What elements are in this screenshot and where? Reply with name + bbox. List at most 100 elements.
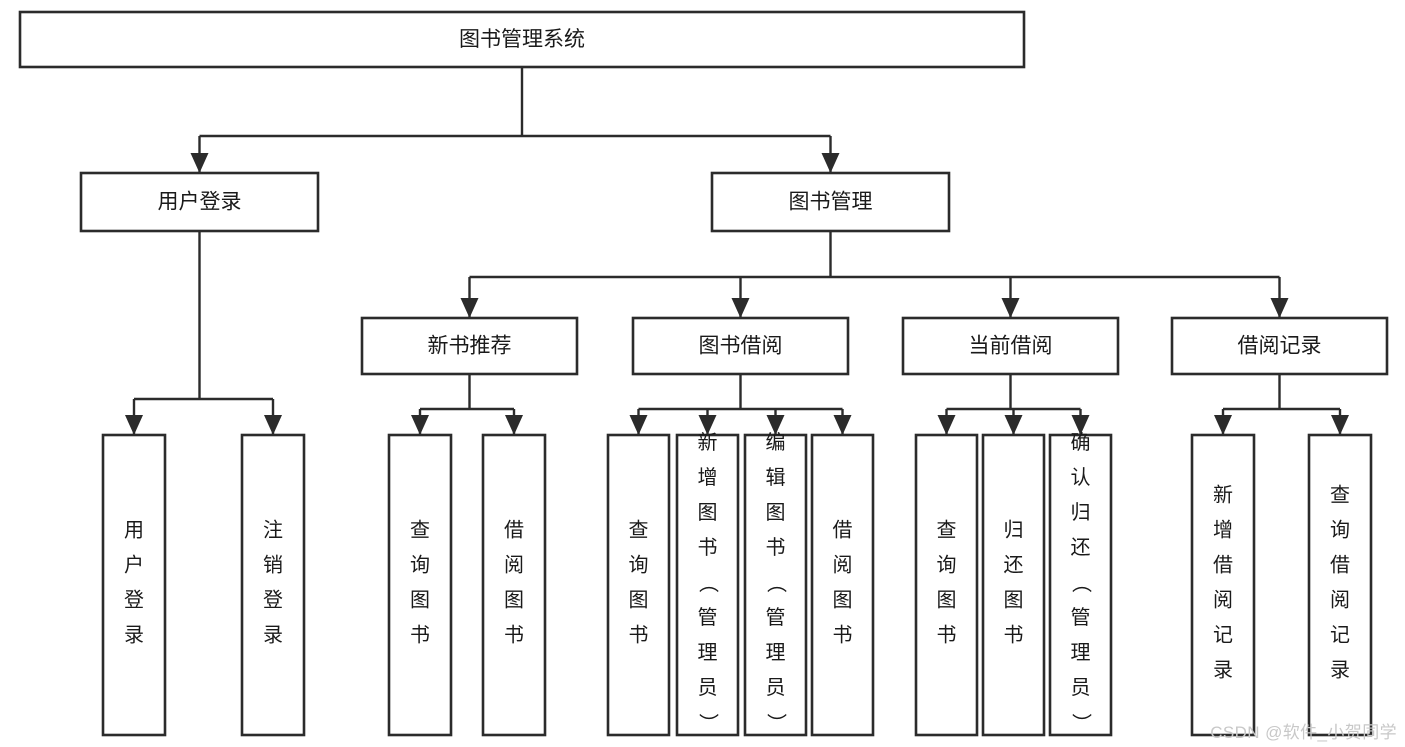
node-label-leaf-user-logout-char-0: 注 <box>263 519 283 542</box>
node-label-leaf-add-book-admin-char-3: 书 <box>698 536 718 559</box>
node-label-leaf-user-logout-char-2: 登 <box>263 589 283 612</box>
node-book-borrow[interactable]: 图书借阅 <box>631 316 850 376</box>
node-box-book-management[interactable] <box>710 171 951 233</box>
node-box-leaf-query-borrow-record[interactable] <box>1307 433 1373 737</box>
node-label-leaf-query-book-3-char-1: 询 <box>937 554 957 577</box>
node-label-leaf-query-book-2-char-0: 查 <box>629 519 649 542</box>
node-label-leaf-borrow-book-2-char-2: 图 <box>833 590 853 612</box>
node-label-leaf-edit-book-admin-char-0: 编 <box>766 431 786 454</box>
node-label-leaf-query-book-3-char-0: 查 <box>937 519 957 542</box>
node-label-leaf-user-login-char-1: 户 <box>124 554 144 577</box>
node-label-leaf-confirm-return-char-5: 管 <box>1071 606 1091 629</box>
node-label-leaf-add-borrow-record-char-1: 增 <box>1213 519 1233 542</box>
arrow-head-icon-book-management-1 <box>731 298 750 318</box>
node-label-borrow-record: 借阅记录 <box>1238 335 1322 358</box>
node-label-leaf-query-book-2-char-1: 询 <box>629 554 649 577</box>
node-box-leaf-user-login[interactable] <box>101 433 167 737</box>
node-label-leaf-query-borrow-record-char-0: 查 <box>1330 484 1350 507</box>
node-label-leaf-add-borrow-record-char-3: 阅 <box>1213 589 1233 612</box>
node-label-leaf-add-book-admin-char-2: 图 <box>698 502 718 524</box>
node-label-leaf-query-book-1-char-0: 查 <box>410 519 430 542</box>
node-label-leaf-user-login-char-2: 登 <box>124 589 144 612</box>
node-box-borrow-record[interactable] <box>1170 316 1389 376</box>
node-label-leaf-edit-book-admin-char-6: 理 <box>766 642 786 664</box>
node-label-leaf-borrow-book-1-char-1: 阅 <box>504 554 524 577</box>
connectors-layer <box>125 67 1349 435</box>
node-label-leaf-return-book-char-3: 书 <box>1004 624 1024 647</box>
node-label-leaf-borrow-book-1-char-3: 书 <box>504 624 524 647</box>
node-box-leaf-borrow-book-2[interactable] <box>810 433 875 737</box>
node-label-book-management: 图书管理 <box>789 191 873 214</box>
node-box-leaf-borrow-book-1[interactable] <box>481 433 547 737</box>
node-label-leaf-query-book-2-char-3: 书 <box>629 624 649 647</box>
node-label-leaf-confirm-return-char-6: 理 <box>1071 642 1091 664</box>
node-label-leaf-confirm-return-char-4: （ <box>1070 573 1093 593</box>
node-label-leaf-add-book-admin-char-5: 管 <box>698 606 718 629</box>
node-box-leaf-user-logout[interactable] <box>240 433 306 737</box>
node-label-user-login: 用户登录 <box>158 191 242 214</box>
node-label-leaf-borrow-book-1-char-0: 借 <box>504 519 524 542</box>
arrow-head-icon-book-borrow-1 <box>698 415 717 435</box>
node-box-root[interactable] <box>18 10 1026 69</box>
node-label-leaf-user-login-char-3: 录 <box>124 625 144 647</box>
arrow-head-icon-book-borrow-2 <box>766 415 785 435</box>
node-label-leaf-confirm-return-char-1: 认 <box>1071 466 1091 489</box>
node-box-user-login[interactable] <box>79 171 320 233</box>
node-root[interactable]: 图书管理系统 <box>18 10 1026 69</box>
node-label-leaf-query-borrow-record-char-1: 询 <box>1330 519 1350 542</box>
node-label-current-borrow: 当前借阅 <box>969 335 1053 358</box>
node-box-leaf-add-book-admin[interactable] <box>675 433 740 737</box>
node-box-current-borrow[interactable] <box>901 316 1120 376</box>
node-user-login[interactable]: 用户登录 <box>79 171 320 233</box>
node-label-leaf-confirm-return-char-0: 确 <box>1071 431 1091 454</box>
node-label-leaf-edit-book-admin-char-7: 员 <box>766 677 786 699</box>
node-label-leaf-borrow-book-2-char-0: 借 <box>833 519 853 542</box>
node-label-leaf-add-borrow-record-char-0: 新 <box>1213 484 1233 507</box>
arrow-head-icon-current-borrow-1 <box>1004 415 1023 435</box>
node-label-leaf-add-book-admin-char-4: （ <box>697 573 720 593</box>
node-label-leaf-edit-book-admin-char-4: （ <box>765 573 788 593</box>
node-leaf-user-login[interactable]: 用户登录 <box>101 433 167 737</box>
node-box-new-book-recommend[interactable] <box>360 316 579 376</box>
node-label-leaf-add-book-admin-char-7: 员 <box>698 677 718 699</box>
node-label-leaf-query-borrow-record-char-3: 阅 <box>1330 589 1350 612</box>
node-box-leaf-query-book-1[interactable] <box>387 433 453 737</box>
node-box-leaf-add-borrow-record[interactable] <box>1190 433 1256 737</box>
node-box-leaf-query-book-2[interactable] <box>606 433 671 737</box>
node-box-leaf-query-book-3[interactable] <box>914 433 979 737</box>
node-label-leaf-user-login-char-0: 用 <box>124 520 144 542</box>
node-new-book-recommend[interactable]: 新书推荐 <box>360 316 579 376</box>
arrow-head-icon-book-management-2 <box>1001 298 1020 318</box>
node-label-leaf-confirm-return-char-8: ） <box>1070 713 1093 733</box>
node-label-new-book-recommend: 新书推荐 <box>428 335 512 358</box>
nodes-layer: 图书管理系统用户登录图书管理新书推荐图书借阅当前借阅借阅记录用户登录注销登录查询… <box>18 10 1389 737</box>
node-box-book-borrow[interactable] <box>631 316 850 376</box>
node-book-management[interactable]: 图书管理 <box>710 171 951 233</box>
node-label-leaf-add-book-admin-char-6: 理 <box>698 642 718 664</box>
node-box-leaf-confirm-return[interactable] <box>1048 433 1113 737</box>
node-box-leaf-return-book[interactable] <box>981 433 1046 737</box>
node-label-leaf-user-logout-char-3: 录 <box>263 625 283 647</box>
csdn-watermark: CSDN @软件_小贺同学 <box>1210 723 1397 742</box>
node-label-leaf-add-borrow-record-char-2: 借 <box>1213 554 1233 577</box>
node-label-leaf-query-book-3-char-3: 书 <box>937 624 957 647</box>
node-borrow-record[interactable]: 借阅记录 <box>1170 316 1389 376</box>
node-label-leaf-edit-book-admin-char-2: 图 <box>766 502 786 524</box>
node-label-leaf-add-book-admin-char-1: 增 <box>698 466 718 489</box>
node-label-book-borrow: 图书借阅 <box>699 335 783 358</box>
node-box-leaf-edit-book-admin[interactable] <box>743 433 808 737</box>
node-current-borrow[interactable]: 当前借阅 <box>901 316 1120 376</box>
